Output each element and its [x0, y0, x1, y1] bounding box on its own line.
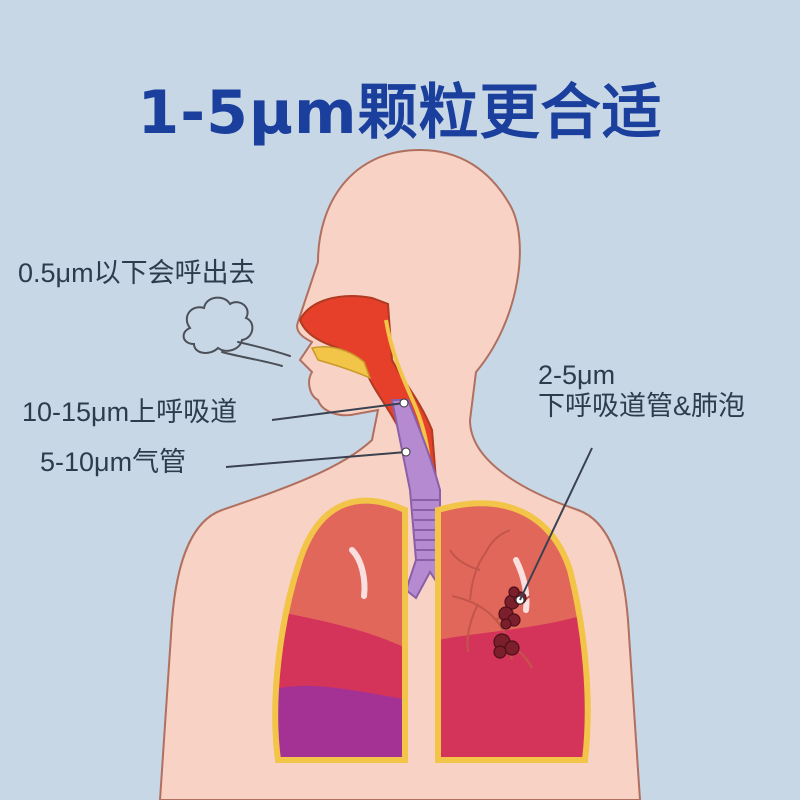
right-lung: [435, 500, 591, 763]
oral-airway: [310, 346, 372, 380]
callout-lines: [225, 402, 593, 601]
left-lung: [272, 497, 408, 763]
breath-cloud-icon: [182, 296, 291, 367]
page-title: 1-5μm颗粒更合适: [137, 78, 663, 148]
label-exhale: 0.5μm以下会呼出去: [18, 258, 256, 288]
label-trachea: 5-10μm气管: [40, 447, 187, 477]
label-upper-airway: 10-15μm上呼吸道: [22, 397, 238, 427]
trachea-marker: [401, 447, 411, 457]
label-deep-lung: 2-5μm 下呼吸道管&肺泡: [538, 360, 745, 422]
label-deep-size: 2-5μm: [538, 360, 616, 390]
label-deep-region: 下呼吸道管&肺泡: [538, 391, 746, 422]
upper-airway-marker: [399, 398, 409, 408]
